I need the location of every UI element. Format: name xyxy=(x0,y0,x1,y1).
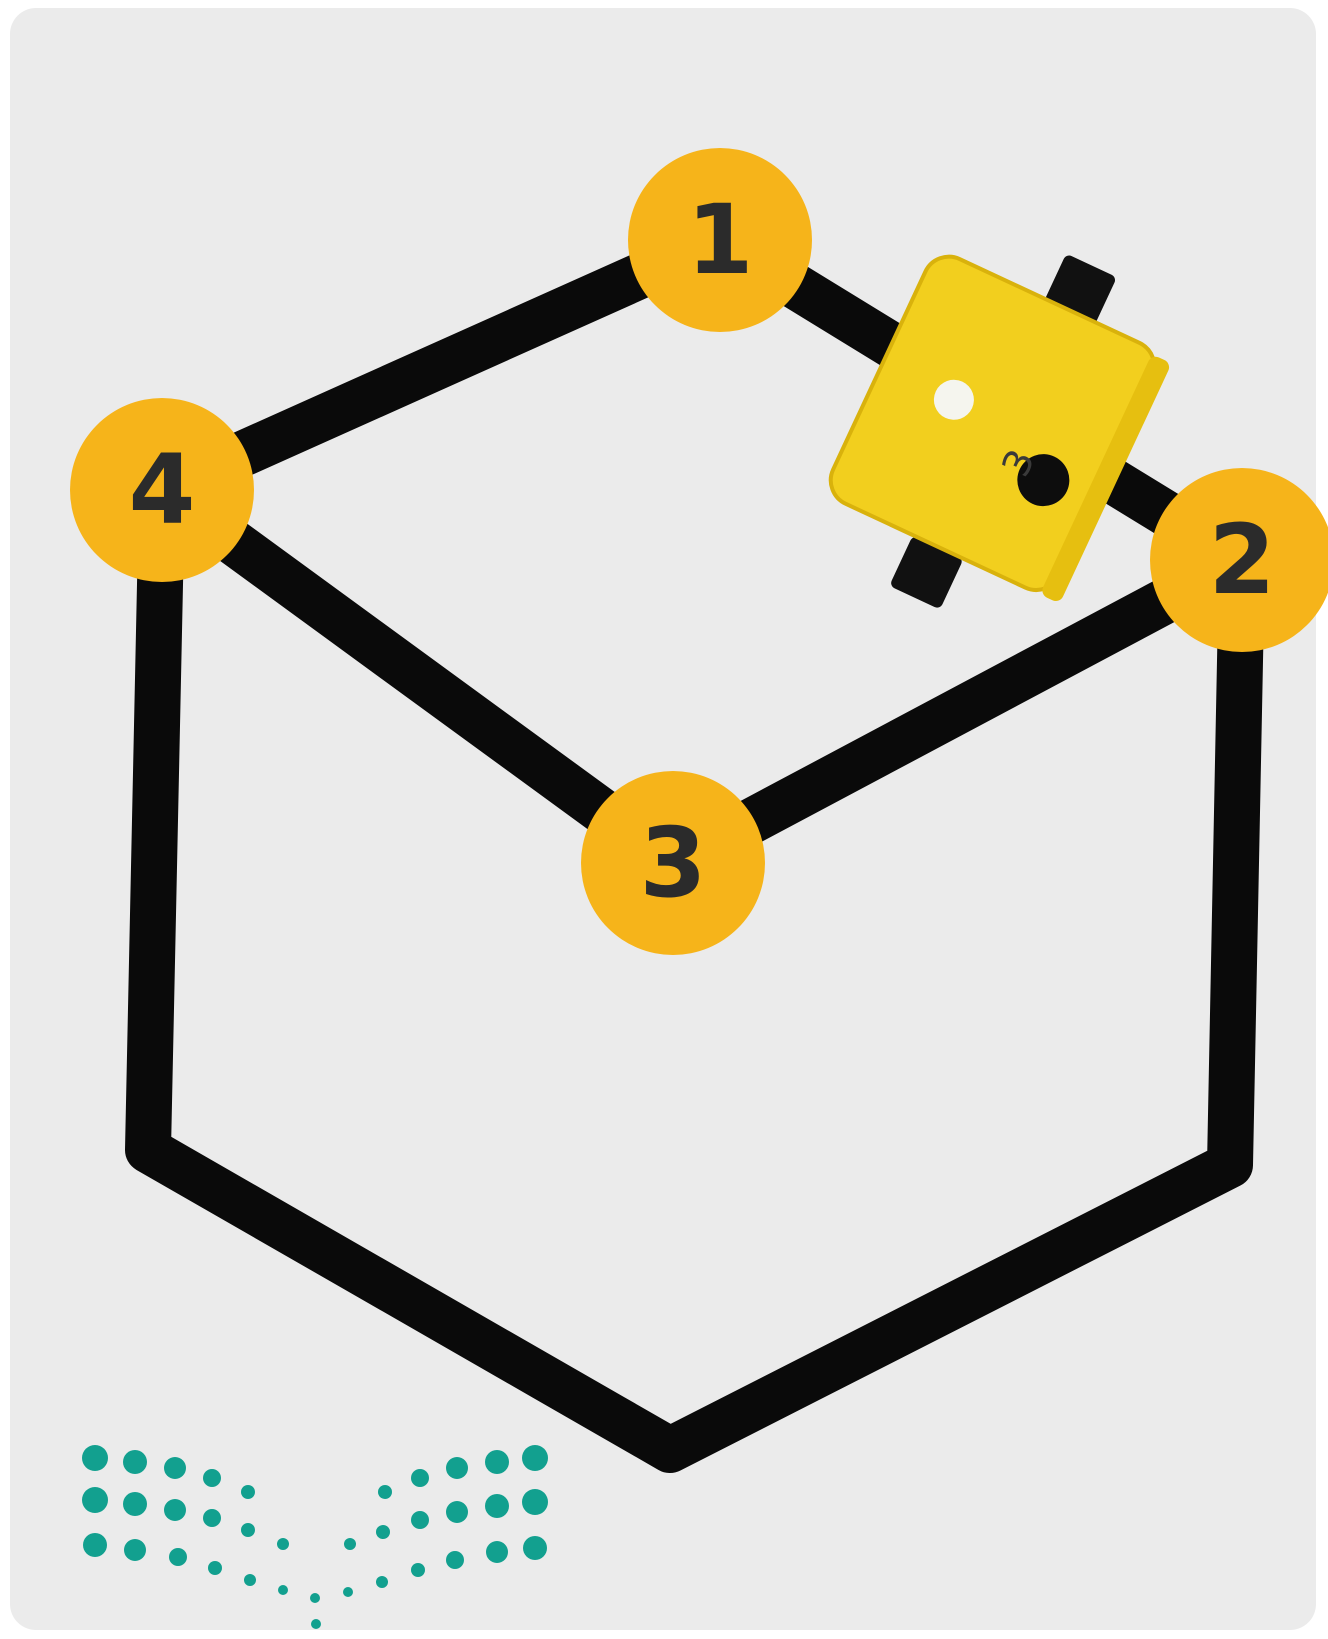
logo-dot xyxy=(123,1450,147,1474)
logo-dot xyxy=(343,1587,353,1597)
logo-dot xyxy=(378,1485,392,1499)
logo-dot xyxy=(164,1499,186,1521)
logo-dot xyxy=(446,1457,468,1479)
logo-dot xyxy=(208,1561,222,1575)
logo-dot xyxy=(169,1548,187,1566)
node-1-label: 1 xyxy=(687,184,754,296)
logo-dot xyxy=(241,1485,255,1499)
logo-dot xyxy=(522,1489,548,1515)
logo-dot xyxy=(203,1469,221,1487)
logo-dot xyxy=(446,1551,464,1569)
logo-dot xyxy=(344,1538,356,1550)
track-line-3-2 xyxy=(673,560,1242,863)
node-4: 4 xyxy=(70,398,254,582)
logo-dot xyxy=(411,1563,425,1577)
node-3-label: 3 xyxy=(640,807,707,919)
logo-dot xyxy=(522,1445,548,1471)
logo-dot xyxy=(277,1538,289,1550)
robot: 3 xyxy=(799,203,1195,654)
logo-dot xyxy=(486,1541,508,1563)
logo-dot xyxy=(485,1494,509,1518)
logo-dot xyxy=(124,1539,146,1561)
track-line-4-3 xyxy=(162,490,673,863)
logo-dot xyxy=(244,1574,256,1586)
logo-dot xyxy=(203,1509,221,1527)
node-3: 3 xyxy=(581,771,765,955)
logo-dot xyxy=(311,1619,321,1629)
logo-dot xyxy=(241,1523,255,1537)
logo-dot xyxy=(411,1511,429,1529)
logo-dot xyxy=(83,1533,107,1557)
logo-dot xyxy=(523,1536,547,1560)
logo-dot xyxy=(164,1457,186,1479)
logo-dot xyxy=(411,1469,429,1487)
logo-dot xyxy=(278,1585,288,1595)
node-2-label: 2 xyxy=(1209,504,1276,616)
logo-dot xyxy=(82,1487,108,1513)
logo-dot xyxy=(310,1593,320,1603)
logo-dots xyxy=(82,1445,548,1629)
robot-body xyxy=(822,248,1163,598)
logo-dot xyxy=(82,1445,108,1471)
node-1: 1 xyxy=(628,148,812,332)
logo-dot xyxy=(123,1492,147,1516)
logo-dot xyxy=(485,1450,509,1474)
logo-dot xyxy=(446,1501,468,1523)
logo-dot xyxy=(376,1525,390,1539)
logo-dot xyxy=(376,1576,388,1588)
node-4-label: 4 xyxy=(129,434,196,546)
node-2: 2 xyxy=(1150,468,1328,652)
